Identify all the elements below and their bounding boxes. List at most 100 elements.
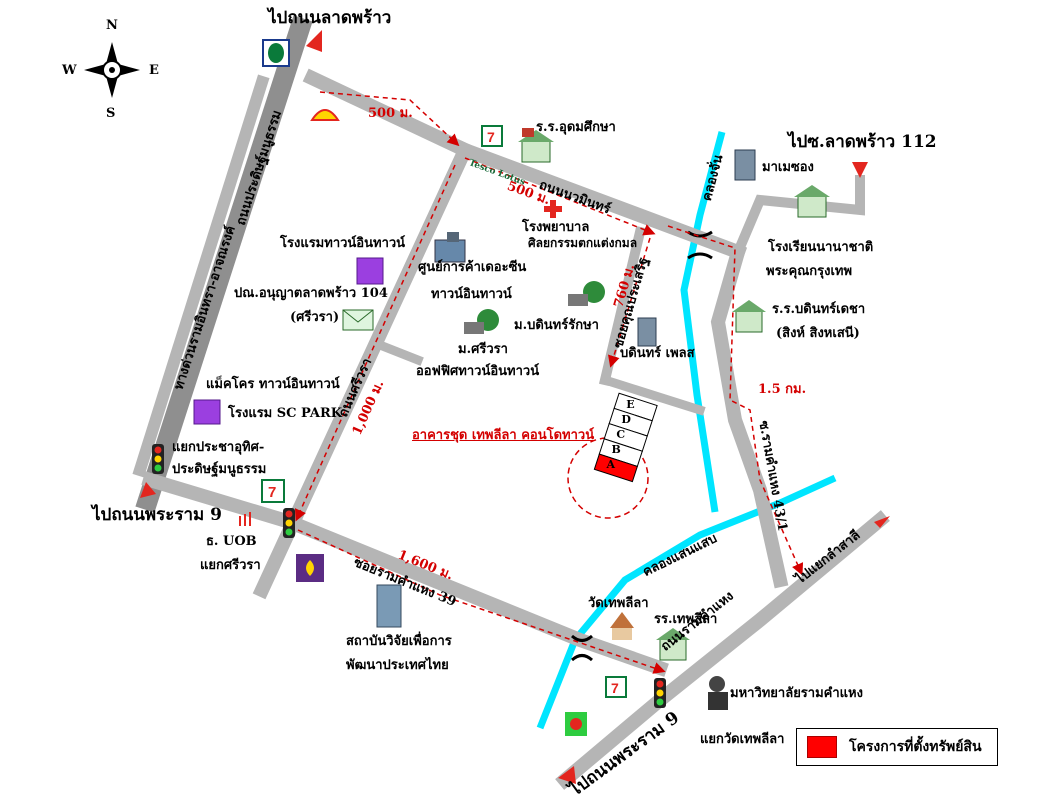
label-udom-suksa: ร.ร.อุดมศึกษา [536,120,616,135]
building-c-label: C [616,427,626,441]
compass-west: W [62,63,77,78]
khlong-chan-canal [680,131,726,513]
label-post-office-2: (ศรีวรา) [290,310,340,325]
supermarket-icon [565,712,587,736]
ladprao-connector-road [302,68,475,160]
svg-text:7: 7 [487,129,495,145]
hotel-town-icon [356,257,384,285]
compass-east: E [149,63,159,78]
label-intersection-pracha-2: ประดิษฐ์มนูธรรม [172,462,267,477]
label-hospital: โรงพยาบาล [522,220,590,235]
pracha-uthit-road [132,74,270,478]
university-icon [708,676,728,710]
label-community-center-2: ทาวน์อินทาวน์ [431,287,512,302]
label-srivara-intersection: แยกศรีวรา [200,558,261,573]
label-project-name: อาคารชุด เทพลีลา คอนโดทาวน์ [412,428,595,443]
label-bodin-place: บดินทร์ เพลส [620,346,695,361]
school-intl-icon [794,185,830,218]
building-e-label: E [626,397,635,411]
label-post-office: ปณ.อนุญาตลาดพร้าว 104 [234,286,388,301]
label-tdri-2: พัฒนาประเทศไทย [346,658,449,673]
shell-logo-icon [310,109,340,121]
legend-swatch [807,736,837,758]
label-to-ram9-left: ไปถนนพระราม 9 [92,505,222,525]
uob-bank-icon [239,512,251,526]
sc-park-icon [193,399,221,425]
label-bodindecha-school: ร.ร.บดินทร์เดชา [772,302,866,317]
label-bodin-village: ม.บดินทร์รักษา [514,318,599,333]
school-bodindecha-icon [732,300,766,333]
expressway-road [135,15,313,513]
bodin-place-icon [637,317,657,347]
distance-routes [294,91,804,674]
map-icons: 7 7 7 [152,39,830,736]
compass-north: N [106,18,118,33]
soi-ramkhamhaeng-39-road [141,471,669,677]
label-hotel-town: โรงแรมทาวน์อินทาวน์ [280,236,406,251]
roads [132,15,890,790]
project-footprint [567,392,658,519]
scb-bank-icon [296,554,324,582]
building-a-label: A [606,458,616,472]
temple-icon [610,612,634,640]
label-wat-thep-lila: วัดเทพลีลา [588,596,649,611]
school-thep-icon [656,628,690,661]
map-legend: โครงการที่ตั้งทรัพย์สิน [796,728,998,766]
tdri-building-icon [376,584,402,628]
arrow-ram9-left [140,482,156,498]
svg-text:7: 7 [611,680,619,696]
label-makro: แม็คโคร ทาวน์อินทาวน์ [206,377,340,392]
label-office-town: ออฟฟิศทาวน์อินทาวน์ [416,364,540,379]
condo-mamaesong-icon [734,149,756,181]
distance-1-5km: 1.5 กม. [758,382,807,397]
project-access-road [599,374,706,416]
label-bodindecha-school-2: (สิงห์ สิงหเสนี) [776,326,860,341]
compass-south: S [106,106,116,121]
arrow-lamsali [874,516,890,528]
canals [536,131,837,730]
label-intersection-pracha: แยกประชาอุทิศ- [172,440,265,455]
soi-ramkhamhaeng-43-road [710,243,789,589]
khlong-saen-saep-canal [536,474,837,730]
ramkhamhaeng-road [555,510,890,790]
label-mamaesong: มาเมซอง [762,160,814,175]
label-school-thep-lila: รร.เทพลีลา [654,612,718,627]
label-intl-school: โรงเรียนนานาชาติ [768,240,874,255]
arrow-ladprao [306,30,322,52]
ptt-logo-icon [262,39,290,67]
label-to-ladprao: ไปถนนลาดพร้าว [268,8,392,28]
label-fine-arts: ศิลยกรรมตกแต่งกมล [528,236,638,250]
hospital-icon [544,200,562,218]
seven-eleven-icon: 7 [481,125,503,147]
label-community-center: ศูนย์การค้าเดอะซีน [418,260,527,275]
traffic-light-icon-2 [283,508,295,538]
compass-rose-icon [84,42,140,98]
village-srivara-icon [464,309,499,334]
label-to-ladprao-112: ไปซ.ลาดพร้าว 112 [788,132,937,152]
office-spur-road [374,339,424,366]
label-intl-school-2: พระคุณกรุงเทพ [766,264,853,279]
legend-label: โครงการที่ตั้งทรัพย์สิน [849,739,982,755]
direction-arrows [140,30,890,784]
traffic-light-icon [152,444,164,474]
label-srivara-village: ม.ศรีวรา [458,342,508,357]
label-thep-lila-intersection: แยกวัดเทพลีลา [700,732,785,747]
distance-500-top: 500 ม. [368,106,413,121]
mall-icon [434,232,466,263]
traffic-light-icon-3 [654,678,666,708]
seven-eleven-icon-3: 7 [605,676,627,698]
post-icon [342,309,374,331]
label-ramkhamhaeng-university: มหาวิทยาลัยรามคำแหง [730,686,863,701]
arrow-ladprao-112 [852,162,868,178]
svg-text:7: 7 [268,484,276,501]
label-tdri: สถาบันวิจัยเพื่อการ [346,634,452,649]
village-bodin-icon [568,281,605,306]
building-d-label: D [621,412,631,426]
seven-eleven-icon-2: 7 [261,479,285,503]
label-uob: ธ. UOB [206,534,257,549]
label-sc-park: โรงแรม SC PARK [228,406,343,421]
school-udom-icon [518,128,554,163]
building-b-label: B [611,443,621,457]
